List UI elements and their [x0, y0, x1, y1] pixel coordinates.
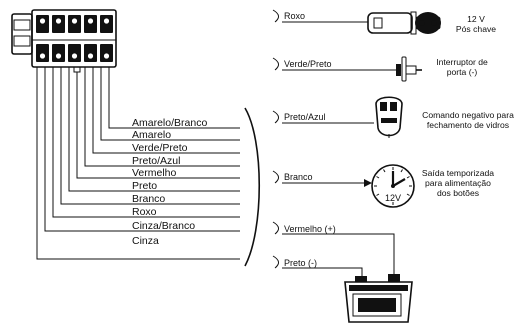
connection-wire-label: Branco [284, 172, 313, 182]
door-switch-icon [396, 56, 422, 82]
clock-icon: 12V [371, 164, 415, 208]
connection-vermelho-positive: Vermelho (+) [272, 221, 395, 274]
connection-wire-label: Preto/Azul [284, 112, 326, 122]
connection-wire-label: Roxo [284, 11, 305, 21]
harness-cut-mark [244, 107, 260, 267]
connection-branco: Branco 12V Saída temporizada para [272, 164, 494, 208]
wire-label-verde-preto: Verde/Preto [132, 142, 188, 154]
timer-desc-line2: para alimentação [425, 178, 491, 188]
wire-label-roxo: Roxo [132, 206, 157, 218]
clock-voltage-label: 12V [385, 193, 401, 203]
wire-label-cinza: Cinza [132, 235, 159, 247]
connection-preto-azul: Preto/Azul Comando negativo para fechame… [272, 96, 514, 138]
remote-control-icon [375, 96, 403, 138]
timer-desc-line1: Saída temporizada [422, 168, 494, 178]
connection-wire-label: Preto (-) [284, 258, 317, 268]
remote-desc-line2: fechamento de vidros [427, 120, 509, 130]
wire-label-preto: Preto [132, 180, 157, 192]
door-switch-desc-line1: Interruptor de [436, 57, 488, 67]
door-switch-desc-line2: porta (-) [447, 67, 478, 77]
connection-wire-label: Vermelho (+) [284, 224, 336, 234]
wire-label-amarelo: Amarelo [132, 129, 171, 141]
wire-label-cinza-branco: Cinza/Branco [132, 220, 195, 232]
timer-desc-line3: dos botões [437, 188, 479, 198]
wire-label-branco: Branco [132, 193, 165, 205]
connection-preto-negative: Preto (-) [272, 255, 363, 276]
wire-label-preto-azul: Preto/Azul [132, 155, 180, 167]
wire-label-vermelho: Vermelho [132, 167, 177, 179]
ignition-connector-icon [367, 11, 441, 35]
ignition-desc-line2: Pós chave [456, 24, 496, 34]
wire-labels: Amarelo/Branco Amarelo Verde/Preto Preto… [132, 117, 207, 247]
battery-icon [344, 274, 413, 323]
wire-label-amarelo-branco: Amarelo/Branco [132, 117, 207, 129]
ignition-desc-line1: 12 V [467, 14, 485, 24]
remote-desc-line1: Comando negativo para [422, 110, 514, 120]
connector-icon [11, 9, 117, 73]
connection-roxo: Roxo 12 V Pós chave [272, 9, 496, 35]
harness-wires [36, 67, 240, 260]
connection-verde-preto: Verde/Preto Interruptor de porta (-) [272, 56, 488, 82]
connection-wire-label: Verde/Preto [284, 59, 332, 69]
